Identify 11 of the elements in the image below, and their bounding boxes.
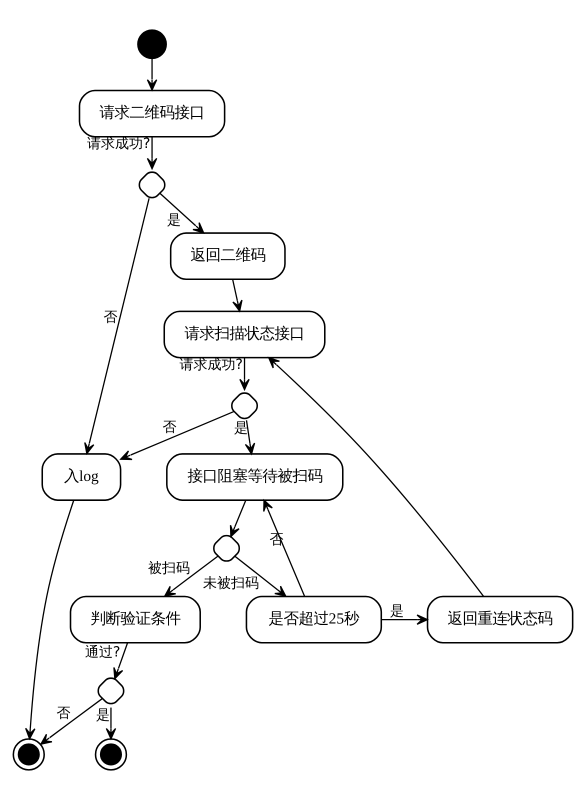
edge-label: 否 <box>103 309 118 326</box>
edge-label: 是 <box>234 420 248 437</box>
edge-label: 否 <box>162 419 176 436</box>
edge-label: 是 <box>390 603 404 620</box>
edge-label: 通过? <box>84 644 120 661</box>
edge-label: 未被扫码 <box>203 576 260 592</box>
edge-label: 是 <box>166 212 181 228</box>
edge-label: 请求成功? <box>179 357 243 374</box>
edge-label: 是 <box>96 708 110 724</box>
edge-label: 被扫码 <box>148 560 190 576</box>
edge-label: 否 <box>56 705 71 722</box>
